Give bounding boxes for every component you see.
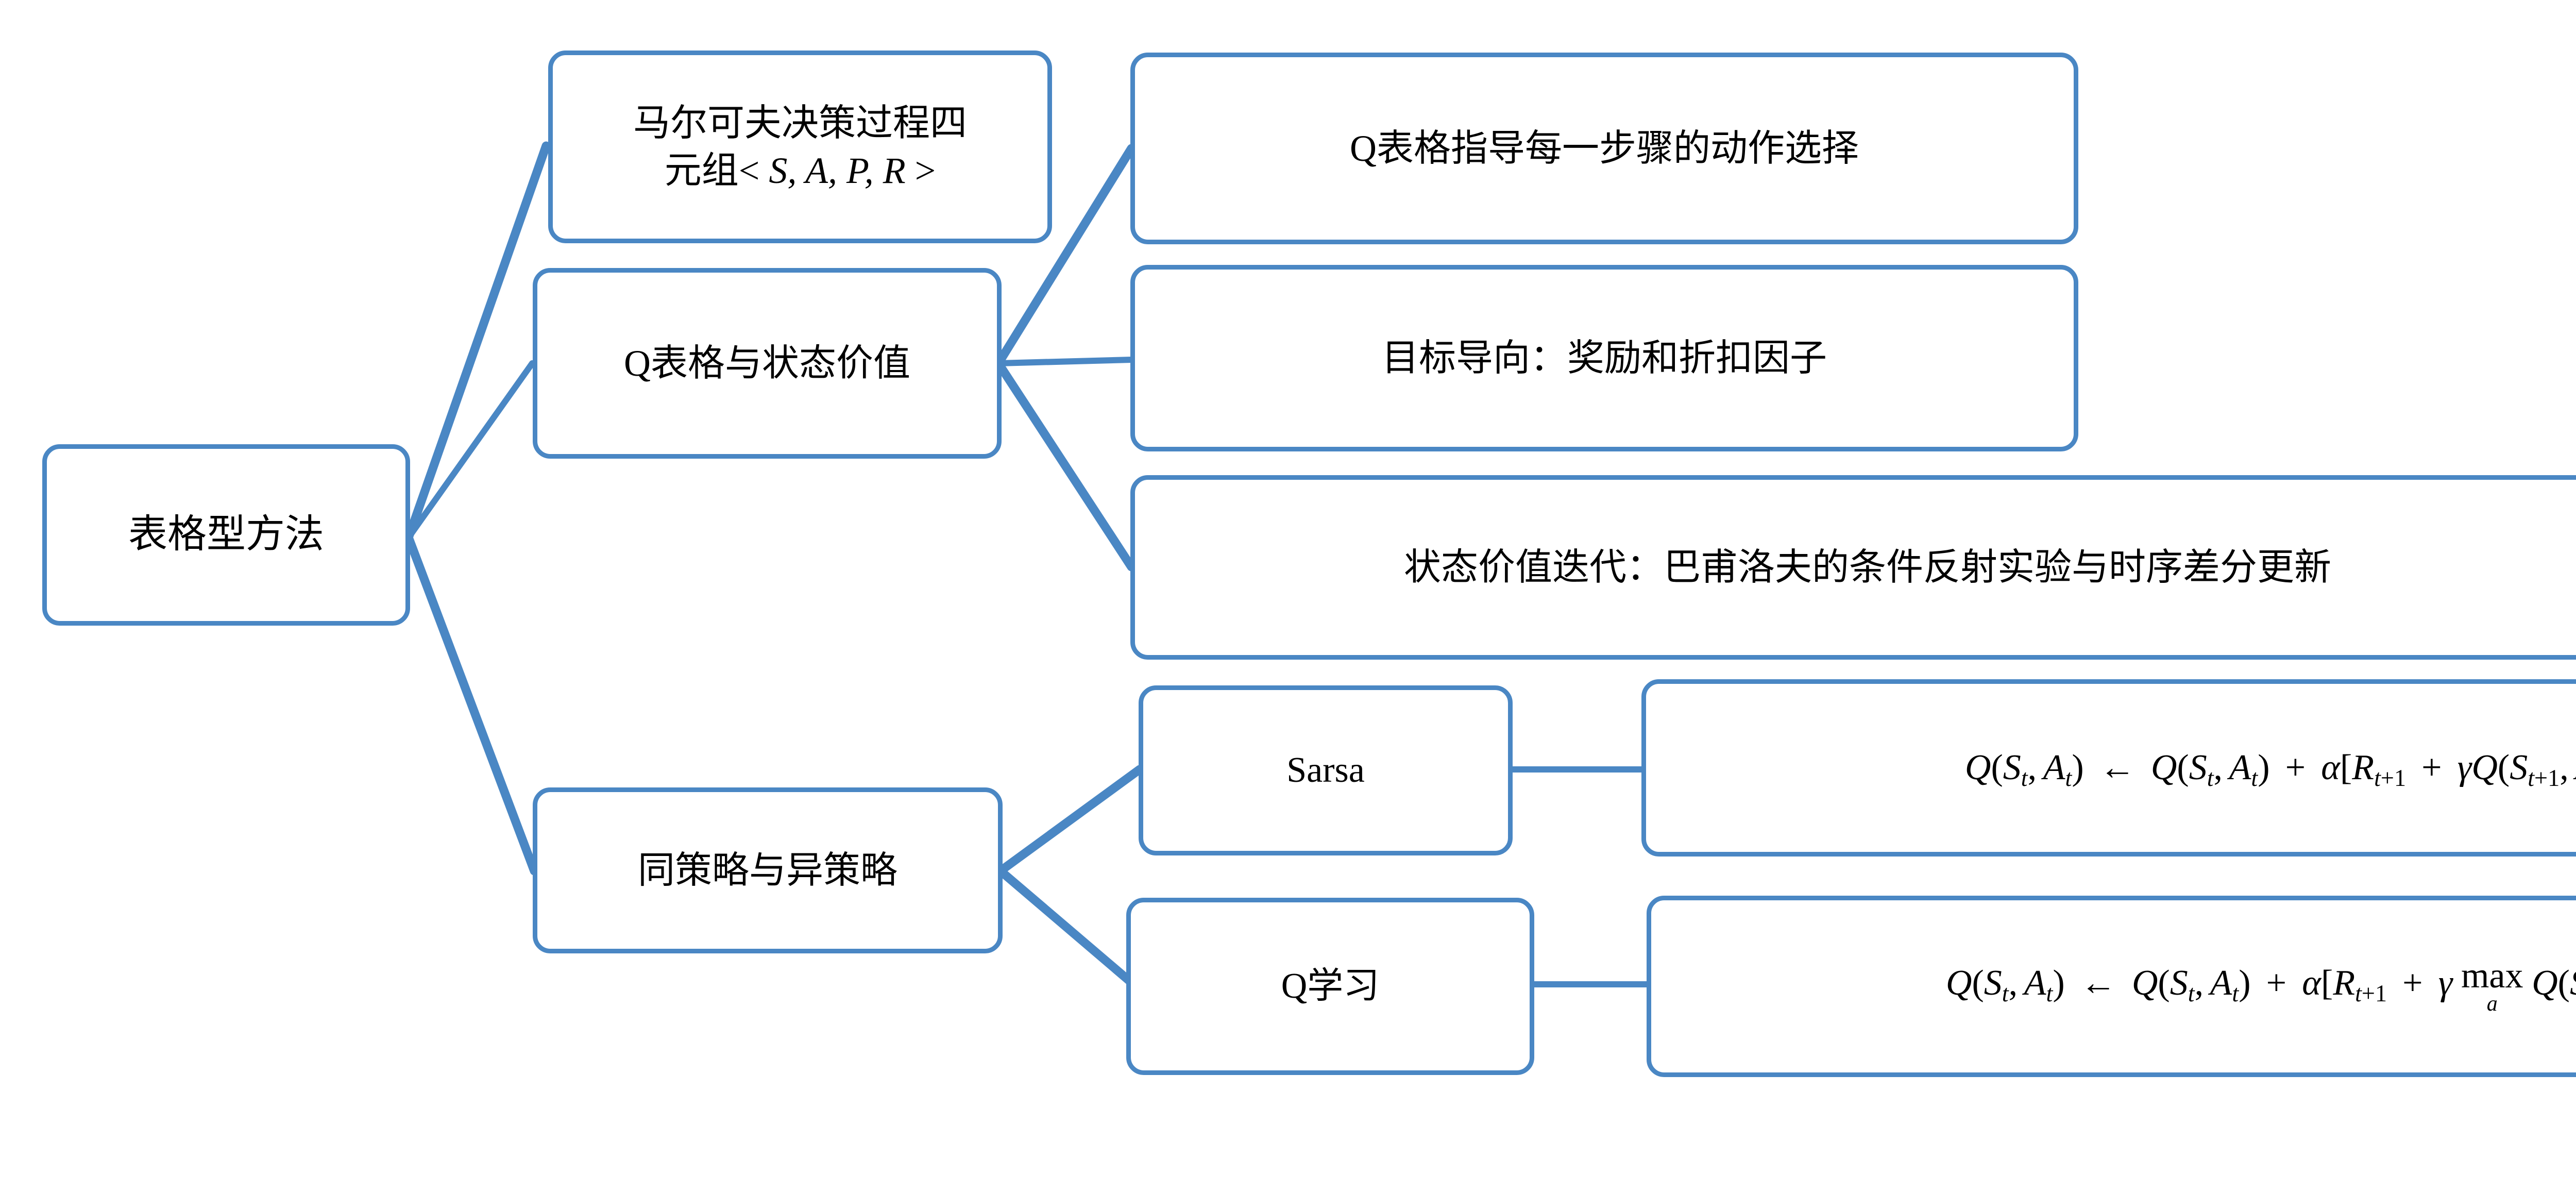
node-q-value-iter[interactable]: 状态价值迭代：巴甫洛夫的条件反射实验与时序差分更新 xyxy=(1130,475,2576,660)
node-qtable[interactable]: Q表格与状态价值 xyxy=(533,268,1002,459)
node-policy[interactable]: 同策略与异策略 xyxy=(533,787,1003,953)
node-mdp-line1: 马尔可夫决策过程四 xyxy=(633,102,967,144)
node-policy-label: 同策略与异策略 xyxy=(637,849,897,891)
node-q-goal-label: 目标导向：奖励和折扣因子 xyxy=(1381,337,1827,379)
node-q-goal[interactable]: 目标导向：奖励和折扣因子 xyxy=(1130,265,2078,451)
node-q-action[interactable]: Q表格指导每一步骤的动作选择 xyxy=(1130,53,2078,244)
node-root[interactable]: 表格型方法 xyxy=(42,444,410,626)
node-sarsa-formula[interactable]: Q(St,At) ← Q(St,At) + α[Rt+1 + γQ(St+1,A… xyxy=(1641,679,2576,857)
node-qtable-label: Q表格与状态价值 xyxy=(624,342,910,384)
node-q-action-label: Q表格指导每一步骤的动作选择 xyxy=(1350,127,1859,169)
edge-qtable-to-goal xyxy=(995,357,1134,366)
node-mdp-line2-suffix: > xyxy=(905,150,936,191)
node-mdp-label: 马尔可夫决策过程四 元组< S, A, P, R > xyxy=(566,99,1034,194)
node-sarsa[interactable]: Sarsa xyxy=(1139,685,1513,855)
edge-policy-to-qlearning xyxy=(996,866,1138,989)
sarsa-formula-expression: Q(St,At) ← Q(St,At) + α[Rt+1 + γQ(St+1,A… xyxy=(1964,748,2576,792)
node-root-label: 表格型方法 xyxy=(128,513,324,557)
node-qlearning-label: Q学习 xyxy=(1281,966,1380,1006)
node-q-value-iter-label: 状态价值迭代：巴甫洛夫的条件反射实验与时序差分更新 xyxy=(1403,546,2331,588)
edge-qtable-to-valueiter xyxy=(994,359,1136,572)
edge-policy-to-sarsa xyxy=(996,765,1144,876)
edge-root-to-policy xyxy=(404,533,539,876)
node-mdp[interactable]: 马尔可夫决策过程四 元组< S, A, P, R > xyxy=(548,51,1052,243)
node-mdp-line2-prefix: 元组< xyxy=(664,150,769,191)
node-mdp-line2-vars: S, A, P, R xyxy=(769,150,906,191)
node-qlearning[interactable]: Q学习 xyxy=(1126,898,1534,1075)
node-qlearning-formula[interactable]: Q(St,At) ← Q(St,At) + α[Rt+1 + γmaxaQ(St… xyxy=(1647,896,2576,1077)
edge-root-to-mdp xyxy=(404,141,551,542)
qlearning-formula-expression: Q(St,At) ← Q(St,At) + α[Rt+1 + γmaxaQ(St… xyxy=(1945,956,2576,1016)
node-sarsa-label: Sarsa xyxy=(1286,750,1365,791)
edge-root-to-qtable xyxy=(405,360,535,541)
